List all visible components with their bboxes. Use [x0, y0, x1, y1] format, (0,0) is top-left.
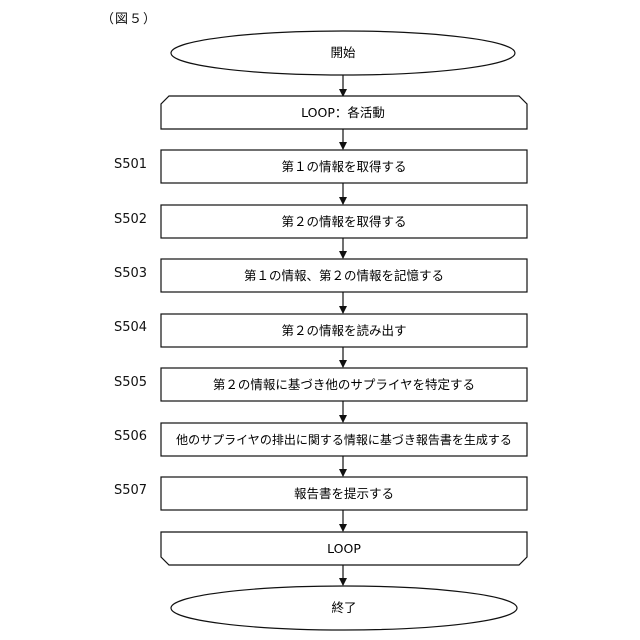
step-s503-label: 第１の情報、第２の情報を記憶する	[244, 268, 444, 283]
step-s501-label: 第１の情報を取得する	[281, 159, 406, 174]
loop-end-label: LOOP	[327, 541, 361, 556]
step-s504-label: 第２の情報を読み出す	[281, 323, 406, 338]
step-s506-label: 他のサプライヤの排出に関する情報に基づき報告書を生成する	[176, 433, 512, 447]
start-label: 開始	[330, 45, 356, 60]
step-s505-label: 第２の情報に基づき他のサプライヤを特定する	[213, 377, 475, 392]
step-s507-label: 報告書を提示する	[294, 486, 394, 501]
end-label: 終了	[331, 600, 356, 615]
step-s502-label: 第２の情報を取得する	[281, 214, 406, 229]
loop-start-label: LOOP：各活動	[301, 105, 385, 120]
